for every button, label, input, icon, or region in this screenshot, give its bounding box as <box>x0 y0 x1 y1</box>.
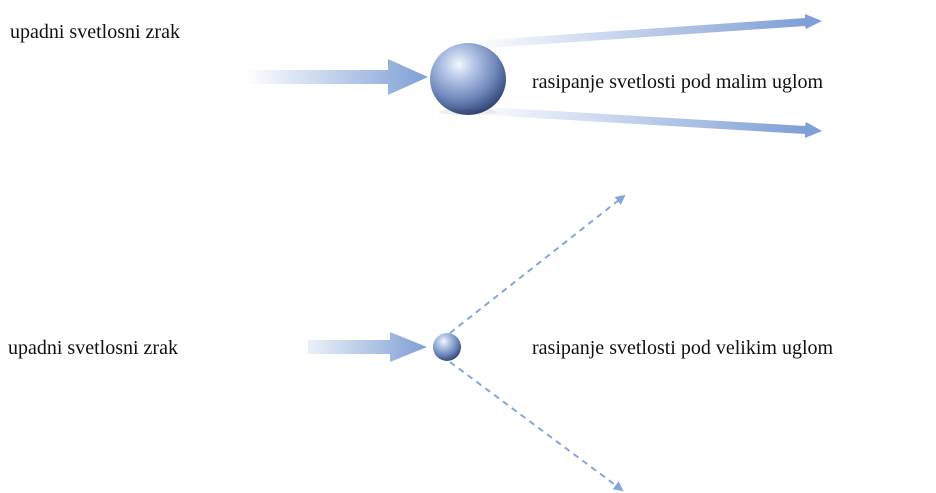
bottom-incident-label: upadni svetlosni zrak <box>8 337 178 359</box>
top-scatter-label: rasipanje svetlosti pod malim uglom <box>532 71 824 93</box>
top-incident-arrow <box>245 59 428 95</box>
top-scatter-beam-down <box>485 107 822 138</box>
top-scatter-beam-up <box>485 14 822 48</box>
top-incident-label: upadni svetlosni zrak <box>10 21 180 43</box>
small-particle-sphere <box>433 333 461 361</box>
bottom-incident-arrow <box>308 332 427 362</box>
large-particle-sphere <box>430 43 506 115</box>
bottom-scatter-dashed-up <box>449 194 626 334</box>
bottom-scatter-dashed-down <box>449 361 624 492</box>
bottom-scatter-label: rasipanje svetlosti pod velikim uglom <box>532 337 834 359</box>
